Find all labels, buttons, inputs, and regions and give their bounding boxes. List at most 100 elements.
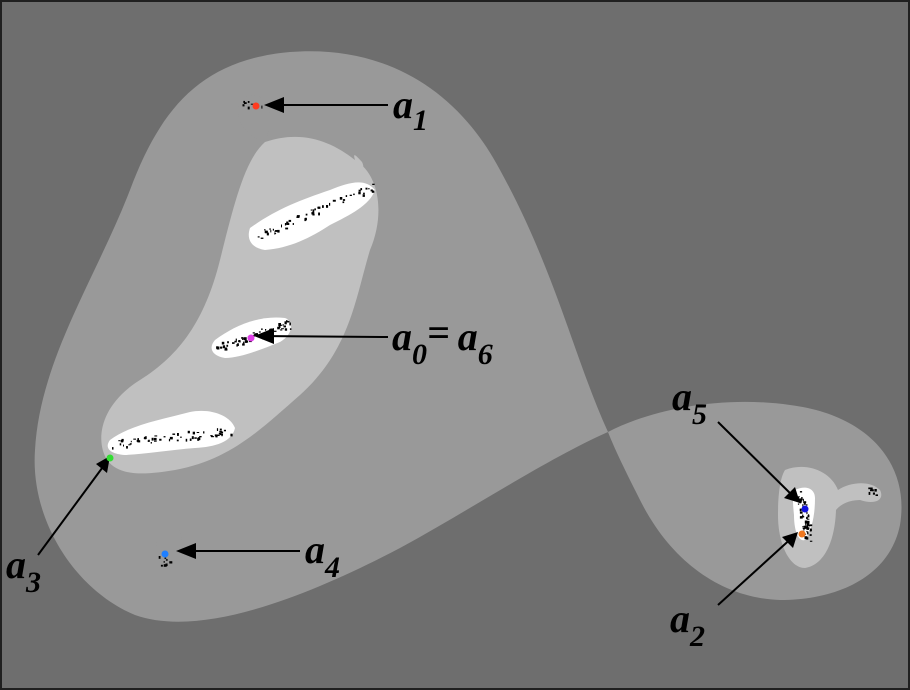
- speck: [261, 105, 263, 109]
- speck: [176, 439, 179, 442]
- speck: [305, 213, 308, 216]
- speck: [806, 516, 808, 520]
- speck: [289, 328, 292, 330]
- point-a2: [798, 530, 806, 538]
- arrowhead-a0: [254, 328, 274, 344]
- speck: [257, 236, 260, 238]
- speck: [368, 188, 370, 190]
- speck: [217, 434, 220, 436]
- speck: [261, 328, 263, 330]
- speck: [280, 329, 283, 331]
- arrowhead-a2: [782, 532, 798, 548]
- speck: [286, 320, 288, 323]
- speck: [286, 222, 290, 225]
- speck: [360, 188, 362, 190]
- arrowhead-a1: [264, 97, 284, 113]
- speck: [189, 438, 192, 441]
- speck: [803, 528, 805, 531]
- speck: [210, 435, 213, 437]
- speck: [185, 438, 188, 442]
- speck: [164, 557, 167, 559]
- speck: [801, 497, 803, 500]
- speck: [358, 189, 361, 192]
- speck: [160, 564, 163, 567]
- speck: [326, 205, 329, 208]
- speck: [270, 229, 272, 233]
- speck: [868, 487, 871, 490]
- speck: [151, 437, 154, 441]
- point-a0: [247, 334, 255, 342]
- speck: [112, 447, 114, 450]
- speck: [237, 343, 239, 346]
- speck: [874, 489, 877, 492]
- speck: [199, 436, 202, 438]
- speck: [807, 515, 810, 518]
- speck: [243, 100, 245, 103]
- speck: [236, 344, 238, 347]
- speck: [219, 428, 222, 431]
- speck: [168, 438, 171, 442]
- speck: [222, 345, 226, 349]
- speck: [192, 431, 195, 435]
- speck: [137, 440, 141, 443]
- speck: [808, 524, 811, 527]
- speck: [277, 326, 280, 330]
- speck: [807, 531, 809, 535]
- speck: [284, 321, 287, 325]
- speck: [803, 502, 806, 505]
- speck: [163, 561, 165, 563]
- speck: [250, 103, 254, 105]
- speck: [158, 556, 161, 559]
- core-bottom: [107, 410, 235, 455]
- label-a5: a5: [672, 374, 707, 431]
- speck: [242, 104, 245, 107]
- speck: [872, 492, 875, 495]
- speck: [286, 221, 288, 224]
- speck: [870, 489, 872, 492]
- speck: [274, 232, 276, 235]
- speck: [197, 437, 200, 441]
- speck: [802, 504, 804, 507]
- speck: [318, 212, 320, 216]
- speck: [806, 530, 808, 533]
- label-a1: a1: [393, 82, 428, 137]
- speck: [809, 524, 813, 527]
- speck: [362, 194, 365, 197]
- speck: [806, 511, 808, 515]
- point-a1: [252, 102, 260, 110]
- speck: [264, 229, 266, 231]
- speck: [285, 227, 289, 230]
- speck: [868, 491, 871, 495]
- speck: [808, 514, 810, 516]
- speck: [224, 347, 228, 351]
- speck: [797, 503, 800, 505]
- arrow-a3: [37, 459, 109, 556]
- speck: [277, 229, 280, 233]
- speck: [242, 339, 244, 340]
- speck: [370, 189, 373, 192]
- speck: [221, 434, 223, 437]
- speck: [244, 340, 248, 343]
- speck: [220, 346, 223, 348]
- speck: [799, 501, 802, 504]
- speck: [265, 329, 267, 331]
- speck: [805, 504, 808, 506]
- speck: [799, 498, 802, 502]
- speck: [172, 433, 176, 435]
- speck: [804, 536, 808, 540]
- speck: [143, 437, 145, 439]
- speck: [799, 511, 803, 514]
- speck: [806, 537, 809, 540]
- speck: [296, 215, 300, 218]
- speck: [806, 521, 809, 525]
- speck: [119, 443, 122, 446]
- speck: [799, 508, 802, 512]
- speck: [292, 223, 294, 225]
- speck: [191, 436, 194, 440]
- speck: [252, 332, 255, 334]
- arrow-a0: [257, 335, 389, 338]
- speck: [284, 328, 288, 331]
- cusp-top: [354, 155, 364, 170]
- speck: [280, 324, 283, 326]
